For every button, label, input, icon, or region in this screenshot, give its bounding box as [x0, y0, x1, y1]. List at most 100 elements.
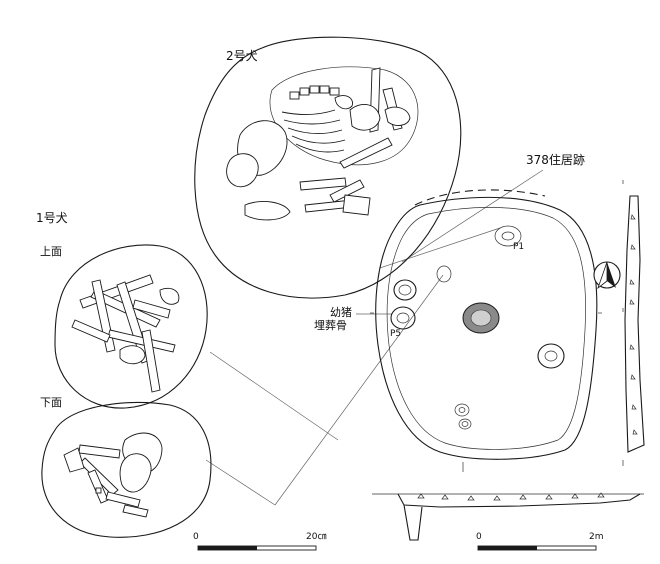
- horizontal-section: [372, 492, 644, 541]
- scale-bar-left-fill: [198, 546, 257, 550]
- vertical-section: [624, 195, 645, 453]
- leader-lower-1: [205, 459, 276, 506]
- dog1-lower-outline: [41, 401, 212, 538]
- leader-dwelling: [401, 169, 544, 263]
- dog2-radius: [299, 177, 347, 191]
- pit-p5-inner: [396, 312, 410, 324]
- mark: [629, 279, 635, 285]
- hearth-core: [470, 309, 492, 327]
- dog1-lower-pit: [41, 401, 212, 538]
- leader-dog2: [379, 227, 501, 269]
- dog2-scapula: [244, 201, 291, 221]
- label-dog1: 1号犬: [36, 211, 68, 225]
- dog2-bone-fragment: [334, 95, 353, 110]
- rib: [283, 119, 341, 125]
- north-arrow-half-dark: [607, 262, 616, 288]
- vertebra: [309, 85, 320, 94]
- label-lower: 下面: [40, 396, 62, 409]
- pit-bottom-2-inner: [461, 421, 469, 427]
- leader-lower-2: [274, 274, 444, 506]
- pit-small: [436, 265, 452, 283]
- dog1-upper-outline: [54, 244, 208, 409]
- vertical-section-marks: [629, 214, 638, 435]
- bone: [122, 504, 149, 518]
- dog2-ribs: [281, 109, 346, 153]
- bone: [87, 469, 109, 504]
- vertebra: [319, 85, 330, 94]
- dwelling-dashed-extent: [414, 189, 546, 206]
- dog1-skull-lower: [119, 453, 152, 493]
- scale-right-start: 0: [476, 532, 482, 542]
- bone-fragment: [95, 487, 102, 494]
- pit-bottom-1-inner: [458, 407, 466, 413]
- bone: [78, 444, 121, 459]
- pit-p1-inner: [501, 231, 515, 241]
- pit-bottom-2: [458, 418, 472, 430]
- north-arrow-half-light: [597, 261, 608, 290]
- dog2-paw: [342, 194, 371, 216]
- label-pig-line2: 埋葬骨: [314, 319, 347, 332]
- pit-p1: [494, 225, 522, 247]
- pit-right-inner: [544, 350, 558, 362]
- dog2-pit: [194, 36, 462, 299]
- vertical-section-outline: [624, 195, 645, 453]
- dog2-ulna: [329, 179, 365, 203]
- pit-bottom-1: [454, 403, 470, 417]
- rib: [295, 143, 345, 153]
- section-marks: [417, 492, 605, 501]
- dog2-pit-outline: [194, 36, 462, 299]
- vertebra: [299, 87, 310, 96]
- scale-bar-left: [197, 545, 317, 551]
- label-p5: P5: [390, 329, 402, 339]
- scale-bar-right-fill: [478, 546, 537, 550]
- dog2-pelvis-2: [384, 106, 411, 126]
- label-p1: P1: [513, 242, 525, 252]
- rib: [291, 135, 346, 144]
- mark: [632, 429, 638, 435]
- bone: [132, 299, 171, 319]
- dog1-upper-pit: [54, 244, 208, 409]
- bone: [119, 345, 146, 365]
- mark: [630, 374, 636, 380]
- bone: [141, 329, 161, 393]
- leader-lines: [205, 169, 544, 506]
- section-pit-cut: [403, 504, 423, 541]
- bone: [71, 319, 111, 343]
- rib: [287, 127, 343, 134]
- scale-left-end: 20㎝: [306, 532, 327, 542]
- dog2-vertebrae: [289, 85, 340, 100]
- dog2-humerus: [339, 137, 393, 169]
- bone: [63, 447, 85, 473]
- label-upper: 上面: [40, 245, 62, 258]
- dwelling-outer-wall: [375, 196, 598, 460]
- pit-right: [537, 343, 565, 369]
- dwelling-inner-wall: [386, 207, 586, 450]
- label-pig-line1: 幼猪: [330, 306, 352, 319]
- dwelling-plan: [370, 180, 624, 472]
- pit-upper-left: [393, 279, 417, 301]
- vertebra: [289, 91, 300, 100]
- mark: [631, 404, 637, 410]
- section-profile: [397, 493, 641, 508]
- mark: [629, 299, 635, 305]
- label-dog2: 2号犬: [226, 49, 258, 63]
- leader-upper: [209, 351, 339, 441]
- pit-p5: [390, 306, 416, 330]
- scale-bar-right: [477, 545, 597, 551]
- mark: [629, 344, 635, 350]
- dog2-inner-cut: [269, 66, 419, 166]
- label-dwelling: 378住居跡: [526, 153, 585, 167]
- bone: [105, 491, 141, 508]
- mark: [630, 244, 636, 250]
- dog2-jaw: [226, 153, 259, 188]
- dog2-pelvis: [349, 103, 381, 131]
- north-arrow: [593, 261, 621, 290]
- scale-left-start: 0: [193, 532, 199, 542]
- scale-right-end: 2m: [589, 532, 604, 542]
- rib: [281, 109, 336, 115]
- vertebra: [329, 87, 340, 96]
- mark: [630, 214, 636, 220]
- bone: [159, 287, 180, 305]
